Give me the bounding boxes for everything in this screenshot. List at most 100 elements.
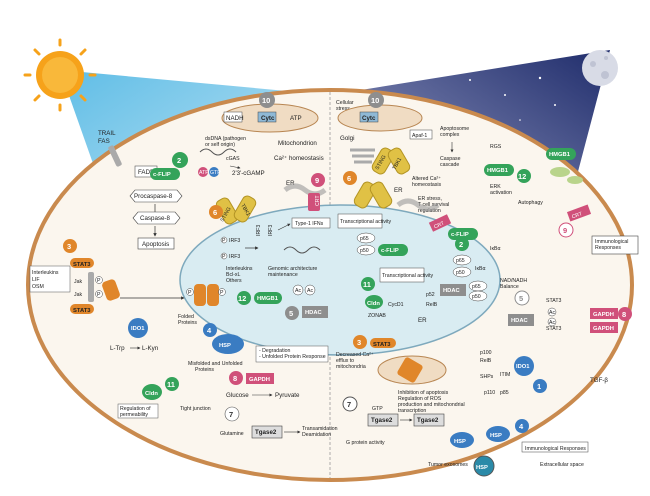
type1-ifn-label: Type-1 IFNs: [295, 221, 324, 227]
svg-text:CycD1: CycD1: [388, 302, 404, 308]
svg-text:ITIM: ITIM: [500, 372, 510, 378]
svg-text:Cldn: Cldn: [367, 301, 380, 307]
svg-text:11: 11: [167, 380, 175, 389]
svg-text:p52: p52: [426, 292, 435, 298]
svg-text:HDAC: HDAC: [511, 318, 529, 324]
ido1-right: p100 RelB SHPs ITIM IDO1 p110 p85 1 TGF-…: [480, 350, 608, 396]
hdac-right: HDAC p65 p50 5 HDAC STAT3 STAT3 Ac Ac: [440, 280, 561, 332]
svg-text:4: 4: [207, 326, 212, 335]
svg-text:HMGB1: HMGB1: [549, 152, 571, 158]
mitochondrion-label: Mitochondrion: [278, 140, 317, 147]
svg-text:ATP: ATP: [290, 115, 302, 122]
svg-text:HSP: HSP: [476, 465, 488, 471]
fadd-label: FADD: [138, 169, 155, 176]
dsdna-helix: [199, 148, 237, 156]
svg-text:Tight junction: Tight junction: [180, 406, 211, 412]
hsp-right: HSP HSP 4 Immunological Responses HSP Tu…: [428, 419, 589, 477]
svg-text:HDAC: HDAC: [443, 288, 461, 294]
gapdh-right: GAPDH 8 GAPDH: [590, 307, 632, 333]
svg-text:p85: p85: [500, 390, 509, 396]
svg-text:12: 12: [238, 294, 246, 303]
svg-text:Cldn: Cldn: [145, 391, 158, 397]
svg-text:TBK1: TBK1: [239, 203, 251, 217]
svg-text:p110: p110: [484, 390, 495, 396]
procaspase8-label: Procaspase-8: [134, 193, 173, 200]
trail-fas-receptor: TRAIL FAS: [98, 130, 122, 167]
svg-text:Immunological Responses: Immunological Responses: [525, 446, 586, 452]
golgi-shape: [350, 148, 375, 164]
svg-text:8: 8: [622, 310, 626, 319]
svg-text:IRF3: IRF3: [268, 225, 274, 236]
badge-6: [209, 205, 223, 219]
svg-text:HSP: HSP: [490, 433, 502, 439]
badge-9-left: [311, 173, 325, 187]
svg-text:Jak: Jak: [74, 279, 82, 285]
svg-text:Autophagy: Autophagy: [518, 200, 543, 206]
svg-text:Apaf-1: Apaf-1: [412, 133, 427, 139]
fas-label: FAS: [98, 138, 110, 145]
svg-text:3: 3: [357, 338, 361, 347]
svg-text:GAPDH: GAPDH: [249, 377, 270, 383]
trail-label: TRAIL: [98, 130, 116, 137]
svg-text:HSP: HSP: [454, 439, 466, 445]
svg-text:P: P: [220, 290, 224, 296]
svg-text:IκBα: IκBα: [475, 266, 486, 272]
svg-text:ER: ER: [418, 317, 427, 324]
svg-text:SHPs: SHPs: [480, 374, 494, 380]
apoptosis-label: Apoptosis: [142, 241, 169, 248]
atp-small: [198, 167, 208, 177]
svg-text:LIF: LIF: [32, 277, 40, 283]
irf3-nuclear: IRF3 IRF3: [256, 225, 321, 254]
hdac-left: 5 HDAC Ac Ac: [285, 284, 328, 320]
svg-text:HDAC: HDAC: [305, 310, 323, 316]
svg-text:HMGB1: HMGB1: [257, 296, 279, 302]
svg-text:Golgi: Golgi: [340, 135, 354, 142]
svg-text:10: 10: [262, 96, 270, 105]
svg-text:p50: p50: [472, 294, 481, 300]
moon-icon: [582, 50, 618, 86]
svg-text:P: P: [97, 278, 101, 284]
svg-text:1: 1: [537, 382, 541, 391]
svg-text:STAT3: STAT3: [73, 262, 91, 268]
svg-text:Glutamine: Glutamine: [220, 431, 244, 437]
svg-text:6: 6: [213, 208, 217, 217]
sun-icon: [23, 38, 97, 112]
svg-text:STAT3: STAT3: [546, 298, 561, 304]
procaspase-8: Procaspase-8: [129, 189, 183, 203]
cgamp-label: 2'3'-cGAMP: [232, 170, 265, 177]
er-left: [283, 183, 327, 197]
ido1-left: IDO1 L-Trp L-Kyn: [110, 318, 159, 352]
svg-text:P: P: [222, 238, 226, 244]
svg-text:STAT3: STAT3: [373, 342, 391, 348]
cldn-right: 11 Cldn ZONAB CycD1 p52 RelB: [361, 277, 438, 319]
cgas-label: cGAS: [226, 156, 240, 162]
svg-text:Ac: Ac: [307, 288, 313, 294]
svg-text:p50: p50: [360, 248, 369, 254]
svg-text:Cytc: Cytc: [362, 115, 376, 122]
svg-text:Interleukins: Interleukins: [32, 270, 59, 276]
svg-text:L-Trp: L-Trp: [110, 345, 125, 352]
svg-text:8: 8: [233, 374, 237, 383]
svg-text:Cytc: Cytc: [261, 115, 275, 122]
svg-text:P: P: [188, 290, 192, 296]
svg-text:GTP: GTP: [372, 406, 383, 412]
transcriptional2-label: Transcriptional activity: [382, 273, 434, 279]
svg-text:TBK1: TBK1: [392, 157, 404, 171]
jak-stat3-complex: 3 STAT3 Jak Jak P P STAT3: [63, 239, 120, 314]
svg-text:c-FLIP: c-FLIP: [451, 232, 469, 238]
svg-text:GTP: GTP: [210, 170, 221, 176]
svg-text:p65: p65: [456, 258, 465, 264]
svg-text:ER: ER: [394, 187, 403, 194]
caspase-8: Caspase-8: [132, 211, 181, 225]
sting-tbk1: STING TBK1 6: [209, 195, 257, 225]
svg-text:CRT: CRT: [315, 195, 321, 206]
svg-text:p65: p65: [472, 284, 481, 290]
